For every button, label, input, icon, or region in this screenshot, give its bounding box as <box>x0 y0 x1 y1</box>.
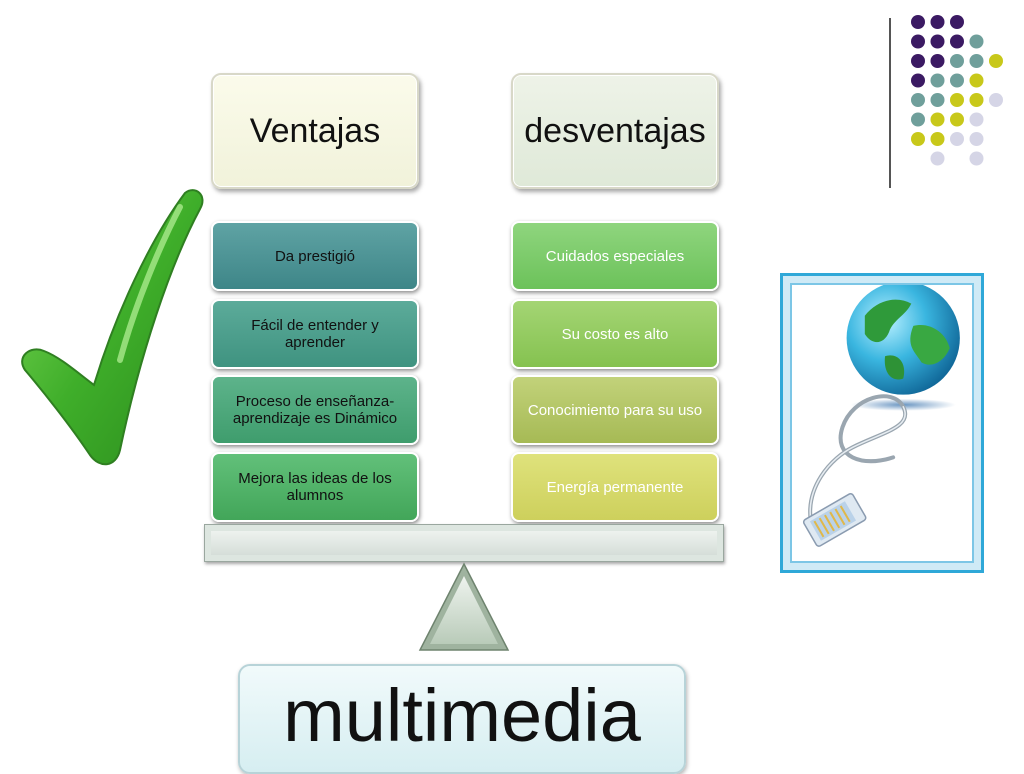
decorative-dot <box>911 132 925 146</box>
decorative-dot <box>950 112 964 127</box>
decorative-dot <box>969 93 984 107</box>
dot-pattern-decoration <box>911 15 1003 166</box>
desventajas-header: desventajas <box>511 73 719 189</box>
divider-line <box>889 18 891 188</box>
ventaja-item-text: Proceso de enseñanza-aprendizaje es Diná… <box>232 393 398 427</box>
desventaja-item: Energía permanente <box>511 452 719 522</box>
desventaja-item-text: Su costo es alto <box>561 325 669 343</box>
decorative-dot <box>969 112 984 127</box>
decorative-dot <box>950 73 964 88</box>
desventaja-item-text: Cuidados especiales <box>545 247 685 265</box>
desventajas-title: desventajas <box>524 111 706 150</box>
decorative-dot <box>911 112 925 127</box>
decorative-dot <box>950 54 964 68</box>
multimedia-label: multimedia <box>283 673 641 757</box>
decorative-dot <box>911 15 925 29</box>
ventajas-title: Ventajas <box>249 111 381 150</box>
ventaja-item-text: Fácil de entender y aprender <box>251 317 379 351</box>
desventaja-item: Cuidados especiales <box>511 221 719 291</box>
fulcrum-triangle <box>418 562 510 651</box>
ventaja-item-text: Da prestigió <box>274 247 356 265</box>
multimedia-label-box: multimedia <box>238 664 686 774</box>
decorative-dot <box>911 93 925 107</box>
ventaja-item: Proceso de enseñanza-aprendizaje es Diná… <box>211 375 419 445</box>
decorative-dot <box>969 151 984 166</box>
decorative-dot <box>930 151 945 166</box>
decorative-dot <box>969 54 984 68</box>
decorative-dot <box>969 73 984 88</box>
desventaja-item-text: Conocimiento para su uso <box>527 401 703 419</box>
decorative-dot <box>930 54 945 68</box>
decorative-dot <box>950 15 964 29</box>
ventaja-item: Da prestigió <box>211 221 419 291</box>
image-frame <box>790 281 974 563</box>
decorative-dot <box>930 132 945 146</box>
desventaja-item: Su costo es alto <box>511 299 719 369</box>
ventaja-item: Fácil de entender y aprender <box>211 299 419 369</box>
desventaja-item: Conocimiento para su uso <box>511 375 719 445</box>
decorative-dot <box>911 34 925 49</box>
ventaja-item: Mejora las ideas de los alumnos <box>211 452 419 522</box>
desventaja-item-text: Energía permanente <box>546 478 684 496</box>
decorative-dot <box>969 34 984 49</box>
checkmark-icon <box>21 189 204 466</box>
decorative-dot <box>930 34 945 49</box>
decorative-dot <box>930 73 945 88</box>
decorative-dot <box>950 132 964 146</box>
decorative-dot <box>930 93 945 107</box>
decorative-dot <box>930 15 945 29</box>
ventaja-item-text: Mejora las ideas de los alumnos <box>238 470 392 504</box>
ventajas-header: Ventajas <box>211 73 419 189</box>
decorative-dot <box>950 93 964 107</box>
decorative-dot <box>989 93 1003 107</box>
decorative-dot <box>989 54 1003 68</box>
decorative-dot <box>911 54 925 68</box>
decorative-dot <box>930 112 945 127</box>
balance-beam <box>204 524 724 562</box>
globe-icon <box>802 281 960 547</box>
decorative-dot <box>950 34 964 49</box>
decorative-dot <box>911 73 925 88</box>
globe-cable-image <box>780 273 984 573</box>
decorative-dot <box>969 132 984 146</box>
